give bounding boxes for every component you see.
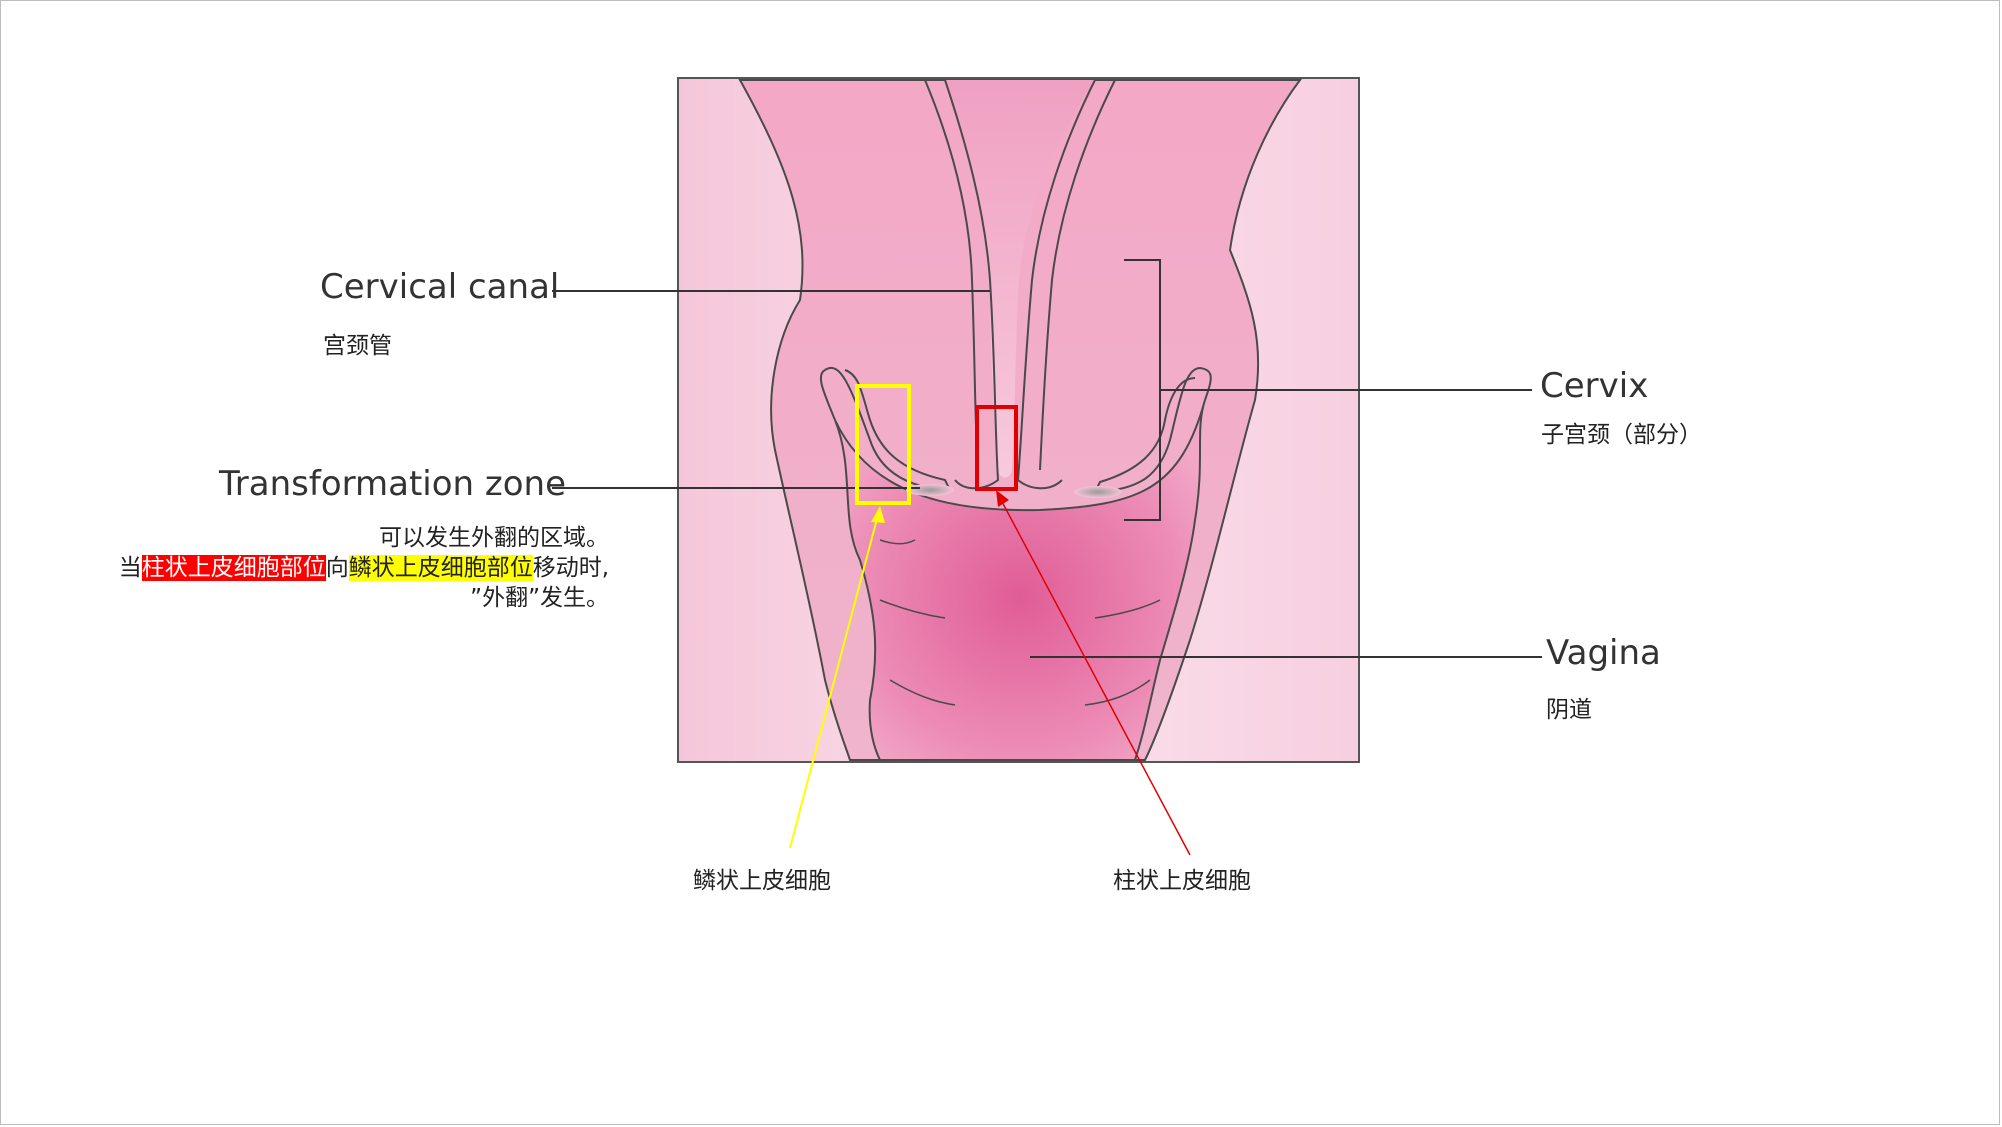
description-line-2: 当柱状上皮细胞部位向鳞状上皮细胞部位移动时, <box>119 553 609 583</box>
squamous-cell-box <box>855 384 911 505</box>
description-prefix: 当 <box>118 555 142 581</box>
cervical-canal-inner <box>945 80 1095 478</box>
description-line-3: ”外翻”发生。 <box>470 585 609 611</box>
description-middle: 向 <box>325 555 349 581</box>
transformation-zone-right <box>1074 486 1122 498</box>
description-suffix: 移动时, <box>532 555 609 581</box>
description-line-1: 可以发生外翻的区域。 <box>379 525 609 551</box>
label-transformation-zone: Transformation zone <box>219 464 567 504</box>
vaginal-cavity <box>834 399 1206 761</box>
squamous-arrow-line <box>789 514 879 849</box>
transformation-zone-left <box>906 484 954 496</box>
cervical-canal-wall-right-outer <box>1039 79 1116 471</box>
label-squamous-cells: 鳞状上皮细胞 <box>693 868 831 894</box>
right-fornix-fold <box>1093 366 1212 494</box>
vaginal-fold <box>879 539 916 545</box>
label-vagina: Vagina <box>1546 633 1661 673</box>
columnar-highlight: 柱状上皮细胞部位 <box>141 555 326 581</box>
label-cervix-zh: 子宫颈（部分） <box>1541 422 1702 448</box>
cervical-canal-wall-left <box>944 79 1000 490</box>
cervical-canal-wall-right <box>1016 79 1096 490</box>
squamous-arrow-head <box>871 506 885 523</box>
label-vagina-zh: 阴道 <box>1546 697 1592 723</box>
left-fornix-fold <box>819 366 952 492</box>
vaginal-fold <box>879 599 946 619</box>
vaginal-fold <box>1084 679 1151 706</box>
vaginal-fold <box>1094 599 1161 619</box>
transformation-zone-description: 可以发生外翻的区域。 当柱状上皮细胞部位向鳞状上皮细胞部位移动时, ”外翻”发生… <box>119 523 609 613</box>
label-columnar-cells: 柱状上皮细胞 <box>1113 868 1251 894</box>
label-cervix: Cervix <box>1540 366 1649 406</box>
label-cervical-canal-zh: 宫颈管 <box>323 333 392 359</box>
squamous-highlight: 鳞状上皮细胞部位 <box>348 555 533 581</box>
columnar-arrow-head <box>996 490 1009 507</box>
label-cervical-canal: Cervical canal <box>320 267 560 307</box>
vaginal-fold <box>889 679 956 706</box>
columnar-arrow-line <box>999 497 1191 856</box>
columnar-cell-box <box>975 405 1018 491</box>
